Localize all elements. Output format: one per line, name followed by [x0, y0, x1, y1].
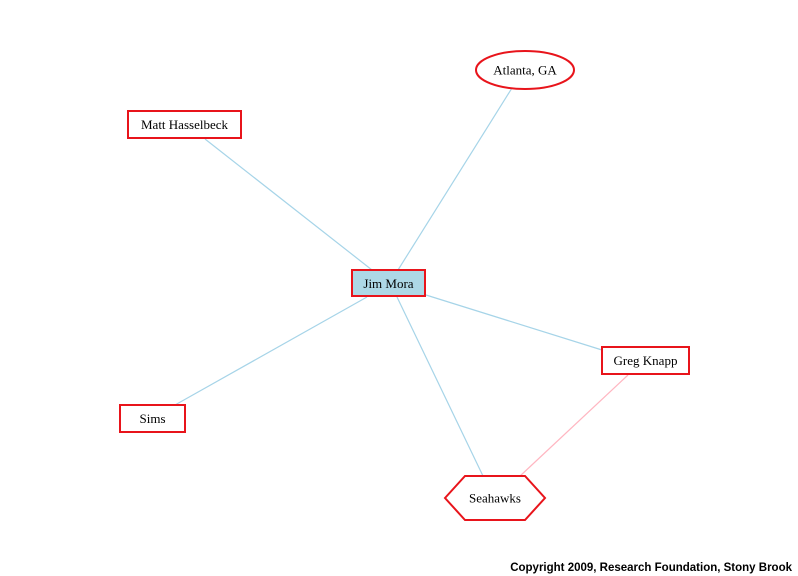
node-jim-mora[interactable]: Jim Mora	[351, 269, 426, 297]
node-label-atlanta: Atlanta, GA	[493, 63, 557, 78]
node-label-seahawks: Seahawks	[469, 491, 521, 506]
node-shape-hexagon	[443, 475, 547, 521]
node-shape-box	[601, 346, 690, 375]
node-shape-box	[127, 110, 242, 139]
node-shape-ellipse	[475, 50, 575, 90]
edge-jim-mora-sims	[174, 296, 368, 406]
edges	[174, 87, 629, 478]
edge-jim-mora-atlanta	[397, 87, 513, 271]
node-label-jim-mora: Jim Mora	[363, 276, 413, 291]
node-shape-box-center	[351, 269, 426, 297]
edge-jim-mora-seahawks	[396, 296, 484, 477]
copyright-notice: Copyright 2009, Research Foundation, Sto…	[510, 562, 792, 574]
node-matt-hasselbeck[interactable]: Matt Hasselbeck	[127, 110, 242, 139]
node-label-sims: Sims	[139, 411, 165, 426]
node-shape-box	[119, 404, 186, 433]
node-greg-knapp[interactable]: Greg Knapp	[601, 346, 690, 375]
node-sims[interactable]: Sims	[119, 404, 186, 433]
node-label-greg-knapp: Greg Knapp	[614, 353, 678, 368]
node-seahawks[interactable]: Seahawks	[443, 475, 547, 521]
edge-jim-mora-greg-knapp	[425, 294, 603, 351]
edge-greg-knapp-seahawks	[518, 374, 629, 478]
edge-jim-mora-matt-hasselbeck	[204, 138, 373, 271]
node-atlanta[interactable]: Atlanta, GA	[475, 50, 575, 90]
node-label-matt-hasselbeck: Matt Hasselbeck	[141, 117, 229, 132]
